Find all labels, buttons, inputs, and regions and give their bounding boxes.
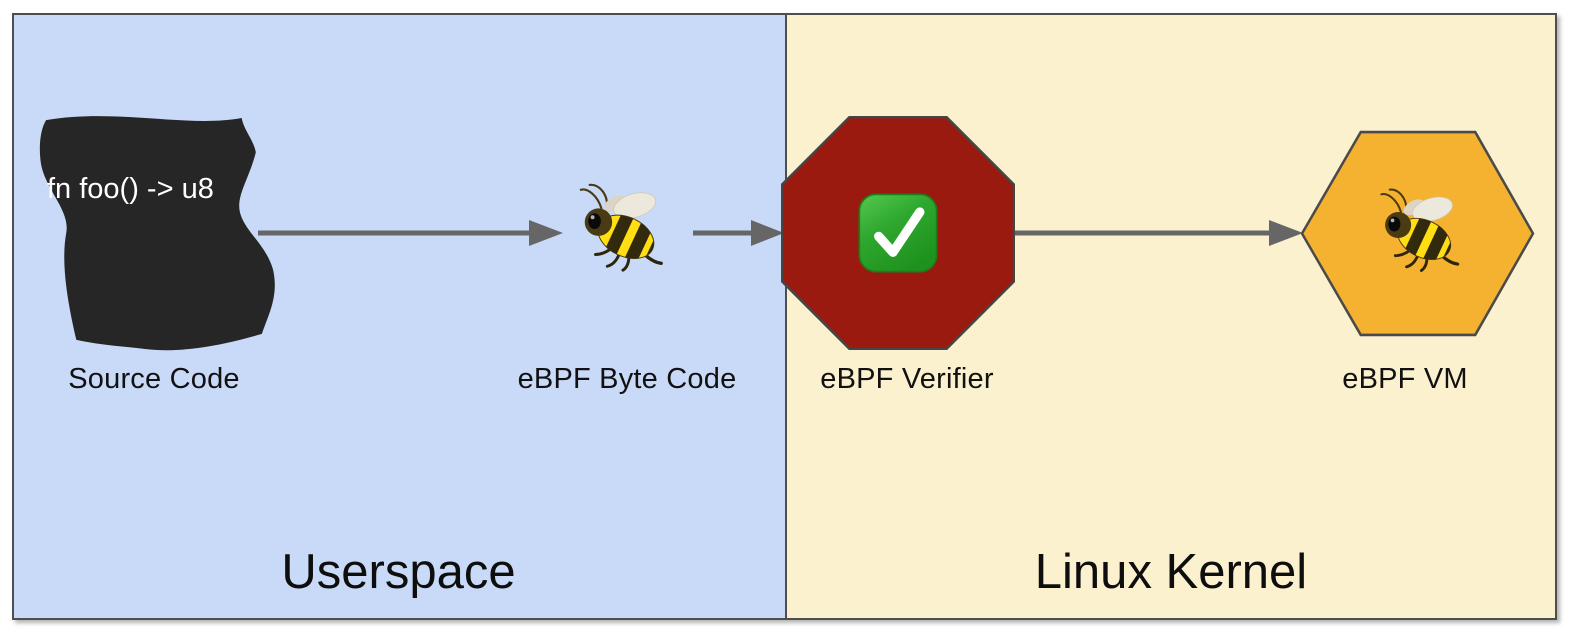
check-mark-icon — [858, 193, 938, 273]
linux-kernel-label: Linux Kernel — [1034, 545, 1308, 599]
scroll-shape-path — [39, 116, 275, 351]
arrow-verifier-to-vm — [1014, 220, 1303, 246]
arrow-bytecode-to-verifier — [693, 220, 784, 246]
verifier-label: eBPF Verifier — [820, 363, 994, 395]
source-code-snippet: fn foo() -> u8 — [47, 173, 214, 205]
arrow-source-to-bytecode — [258, 220, 563, 246]
vm-label: eBPF VM — [1342, 363, 1468, 395]
userspace-label: Userspace — [281, 545, 516, 599]
byte-code-label: eBPF Byte Code — [517, 363, 737, 395]
bee-icon — [579, 183, 663, 272]
source-code-scroll-shape — [39, 116, 275, 351]
source-code-label: Source Code — [68, 363, 240, 395]
bee-icon — [1380, 188, 1460, 272]
diagram-frame — [12, 13, 1557, 620]
